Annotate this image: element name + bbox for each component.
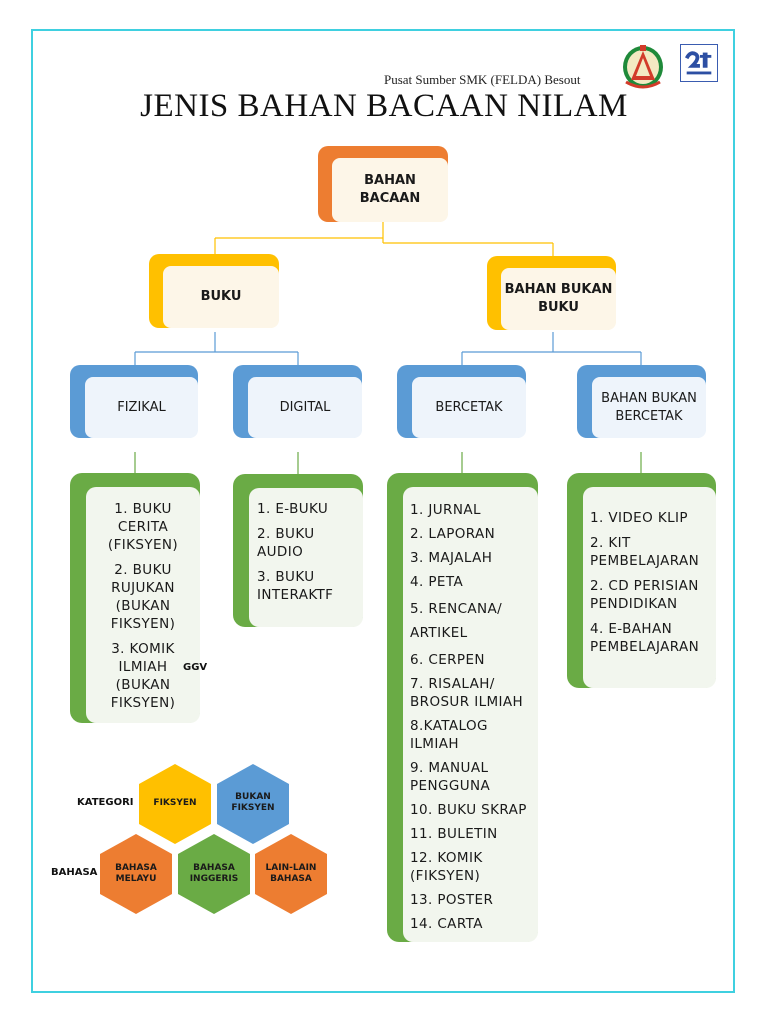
node-bahan-bukan-bercetak: BAHAN BUKAN BERCETAK [577, 365, 706, 438]
hex-bukan-fiksyen [217, 764, 289, 844]
node-digital: DIGITAL [233, 365, 362, 438]
legend-bahasa-label: BAHASA [51, 867, 98, 878]
list-item: 10. BUKU SKRAP [410, 802, 527, 818]
node-bahan-bacaan: BAHAN BACAAN [318, 146, 448, 222]
node-bercetak: BERCETAK [397, 365, 526, 438]
list-item: 1. JURNAL [410, 502, 481, 518]
hex-label-bukan-fiksyen: BUKAN FIKSYEN [231, 792, 275, 813]
list-item: 1. VIDEO KLIP [590, 510, 688, 526]
list-item: 9. MANUAL PENGGUNA [410, 760, 491, 794]
page-subtitle: Pusat Sumber SMK (FELDA) Besout [384, 72, 581, 87]
list-item: 3. MAJALAH [410, 550, 493, 566]
list-item: 2. BUKU RUJUKAN (BUKAN FIKSYEN) [110, 562, 176, 632]
library-logo-icon [680, 44, 718, 82]
list-item: 1. BUKU CERITA (FIKSYEN) [107, 501, 179, 553]
list-item: 13. POSTER [410, 892, 494, 908]
node-bahan-bukan-buku: BAHAN BUKAN BUKU [487, 256, 616, 330]
node-fizikal: FIZIKAL [70, 365, 198, 438]
list-bercetak: 1. JURNAL 2. LAPORAN 3. MAJALAH 4. PETA … [387, 473, 538, 942]
list-item: 2. CD PERISIAN PENDIDIKAN [590, 578, 699, 612]
list-item: 3. BUKU INTERAKTF [257, 569, 334, 603]
hex-label-bahasa-inggeris: BAHASA INGGERIS [189, 863, 239, 884]
legend-kategori-label: KATEGORI [77, 797, 134, 808]
node-buku: BUKU [149, 254, 279, 328]
list-item: 12. KOMIK (FIKSYEN) [410, 850, 483, 884]
school-crest-icon [623, 45, 663, 89]
list-digital: 1. E-BUKU 2. BUKU AUDIO 3. BUKU INTERAKT… [233, 474, 363, 627]
list-item: 14. CARTA [410, 916, 483, 932]
list-item: 6. CERPEN [410, 652, 485, 668]
list-item: 1. E-BUKU [257, 501, 329, 517]
list-item: 2. LAPORAN [410, 526, 496, 542]
list-fizikal: 1. BUKU CERITA (FIKSYEN) 2. BUKU RUJUKAN… [70, 473, 200, 723]
list-item: 2. KIT PEMBELAJARAN [590, 535, 700, 569]
hex-label-lain-lain-bahasa: LAIN-LAIN BAHASA [265, 863, 317, 884]
list-bahan-bukan-bercetak: 1. VIDEO KLIP 2. KIT PEMBELAJARAN 2. CD … [567, 473, 716, 688]
hex-bahasa-inggeris [178, 834, 250, 914]
list-item: 4. E-BAHAN PEMBELAJARAN [590, 621, 700, 655]
hex-lain-lain-bahasa [255, 834, 327, 914]
list-item: 4. PETA [410, 574, 464, 590]
hex-label-bahasa-melayu: BAHASA MELAYU [115, 863, 157, 884]
list-item: 3. KOMIK ILMIAH (BUKAN FIKSYEN) [110, 641, 176, 711]
list-item: 7. RISALAH/ BROSUR ILMIAH [410, 676, 524, 710]
hex-fiksyen [139, 764, 211, 844]
list-item: 5. RENCANA/ ARTIKEL [410, 601, 503, 641]
list-item: 8.KATALOG ILMIAH [410, 718, 488, 752]
ggv-note: GGV [183, 662, 208, 673]
list-item: 2. BUKU AUDIO [257, 526, 315, 560]
page-title: JENIS BAHAN BACAAN NILAM [140, 88, 628, 124]
list-item: 11. BULETIN [410, 826, 498, 842]
page-frame [31, 29, 735, 993]
hex-label-fiksyen: FIKSYEN [153, 798, 197, 808]
hex-bahasa-melayu [100, 834, 172, 914]
